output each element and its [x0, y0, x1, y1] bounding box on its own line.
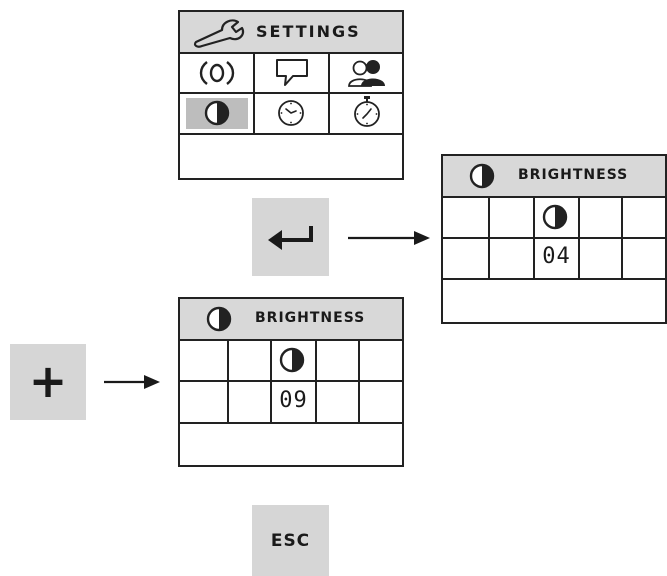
speech-bubble-icon [276, 59, 308, 86]
brightness-value: 04 [542, 244, 571, 269]
menu-item-wireless[interactable] [180, 54, 253, 92]
users-icon [348, 60, 385, 87]
grid-divider [443, 237, 665, 239]
wrench-icon [193, 19, 245, 48]
wireless-signal-icon [199, 61, 235, 85]
brightness-icon [206, 306, 232, 332]
grid-divider [180, 422, 402, 424]
grid-divider [180, 133, 402, 135]
menu-item-brightness[interactable] [180, 94, 253, 133]
brightness-icon [469, 163, 495, 189]
brightness-title: BRIGHTNESS [518, 167, 629, 183]
clock-icon [278, 100, 304, 126]
enter-button[interactable] [252, 198, 329, 276]
arrow-right-icon [104, 375, 160, 389]
brightness-title: BRIGHTNESS [255, 310, 366, 326]
stopwatch-icon [354, 96, 380, 127]
arrow-right-icon [348, 231, 430, 245]
menu-item-message[interactable] [255, 54, 328, 92]
menu-item-stopwatch[interactable] [330, 94, 404, 133]
brightness-header: BRIGHTNESS [443, 156, 665, 198]
menu-item-users[interactable] [330, 54, 404, 92]
settings-screen: SETTINGS [178, 10, 404, 180]
brightness-screen-09: BRIGHTNESS 09 [178, 297, 404, 467]
grid-divider [180, 92, 402, 94]
enter-return-icon [268, 226, 313, 250]
menu-item-clock[interactable] [255, 94, 328, 133]
settings-title: SETTINGS [256, 22, 361, 41]
settings-header: SETTINGS [180, 12, 402, 54]
esc-button[interactable]: ESC [252, 505, 329, 576]
brightness-value: 09 [279, 388, 308, 413]
plus-label: + [28, 354, 68, 408]
brightness-icon [279, 347, 305, 373]
brightness-screen-04: BRIGHTNESS 04 [441, 154, 667, 324]
brightness-header: BRIGHTNESS [180, 299, 402, 341]
brightness-icon [204, 100, 230, 126]
grid-divider [443, 278, 665, 280]
brightness-icon [542, 204, 568, 230]
esc-label: ESC [270, 531, 311, 551]
plus-button[interactable]: + [10, 344, 86, 420]
grid-divider [180, 380, 402, 382]
